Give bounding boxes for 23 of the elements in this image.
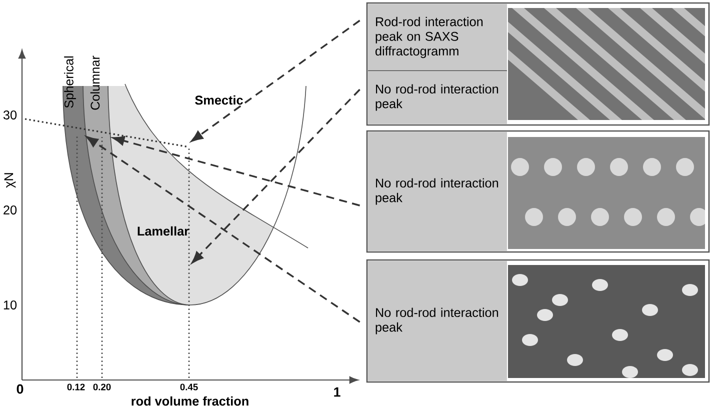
tick-label: 0.12 <box>67 384 85 390</box>
text-box: No rod-rod interaction peak <box>368 261 507 381</box>
axis-label: χN <box>4 173 16 188</box>
arrow <box>191 20 360 142</box>
tick-label: 10 <box>4 300 17 310</box>
text-box: No rod-rod interaction peak <box>368 70 507 124</box>
tick-label: 30 <box>3 110 17 120</box>
phase-label: Spherical <box>64 56 76 108</box>
text-box: Rod-rod interaction peak on SAXS diffractogramm <box>368 4 507 72</box>
text-box: No rod-rod interaction peak <box>368 132 507 251</box>
arrow <box>112 136 360 206</box>
tick-label: 1 <box>334 387 340 397</box>
arrow <box>86 136 360 323</box>
arrow <box>192 88 360 264</box>
phase-label: Lamellar <box>138 226 189 236</box>
tick-label: 0.45 <box>180 384 198 390</box>
phase-label: Columnar <box>90 56 100 110</box>
axis-label: rod volume fraction <box>132 396 248 406</box>
tick-label: 0.20 <box>93 384 111 390</box>
phase-label: Smectic <box>195 95 243 105</box>
tick-label: 20 <box>4 206 17 214</box>
node-label: No rod-rod interaction peak <box>376 84 498 111</box>
tick-label: 0 <box>16 384 24 394</box>
